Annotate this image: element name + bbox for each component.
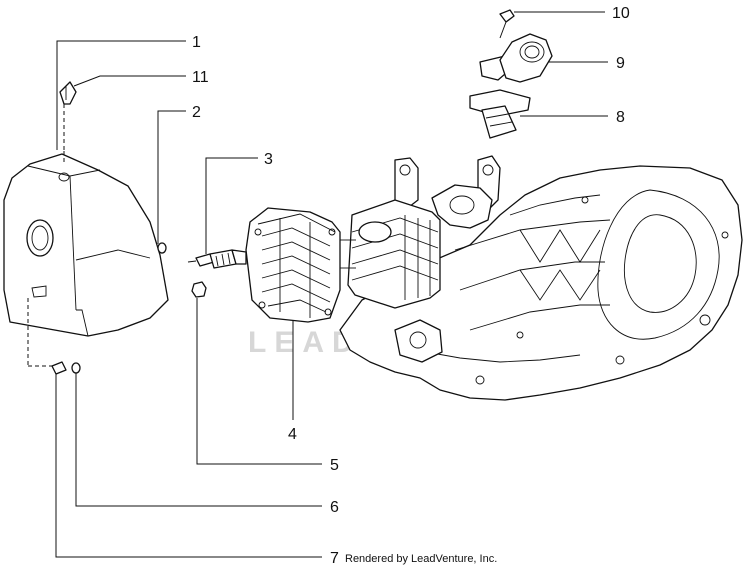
callout-1: 1 (192, 34, 201, 51)
credit-text: Rendered by LeadVenture, Inc. (345, 553, 497, 565)
reed-valve (469, 89, 531, 139)
clip-part-11 (59, 81, 77, 105)
callout-2: 2 (192, 104, 201, 121)
cylinder (340, 184, 493, 309)
cooling-shroud (3, 153, 169, 337)
callout-8: 8 (616, 109, 625, 126)
callout-7: 7 (330, 550, 339, 567)
screw-part-6 (71, 362, 81, 374)
nut-part-5 (191, 281, 207, 298)
callout-labels: 1 2 3 4 5 6 7 8 9 10 11 (192, 5, 630, 567)
leader-lines (27, 11, 608, 558)
spark-plug (187, 249, 247, 269)
callout-9: 9 (616, 55, 625, 72)
callout-6: 6 (330, 499, 339, 516)
callout-10: 10 (612, 5, 630, 22)
callout-11: 11 (192, 69, 209, 86)
intake-manifold (479, 33, 553, 83)
callout-5: 5 (330, 457, 339, 474)
screw-part-7 (51, 361, 67, 375)
callout-4: 4 (288, 426, 297, 443)
cylinder-head (245, 207, 341, 323)
engine-crankcase (339, 155, 743, 401)
callout-3: 3 (264, 151, 273, 168)
bolt-part-10 (499, 9, 515, 39)
washer-part-2 (157, 242, 167, 254)
